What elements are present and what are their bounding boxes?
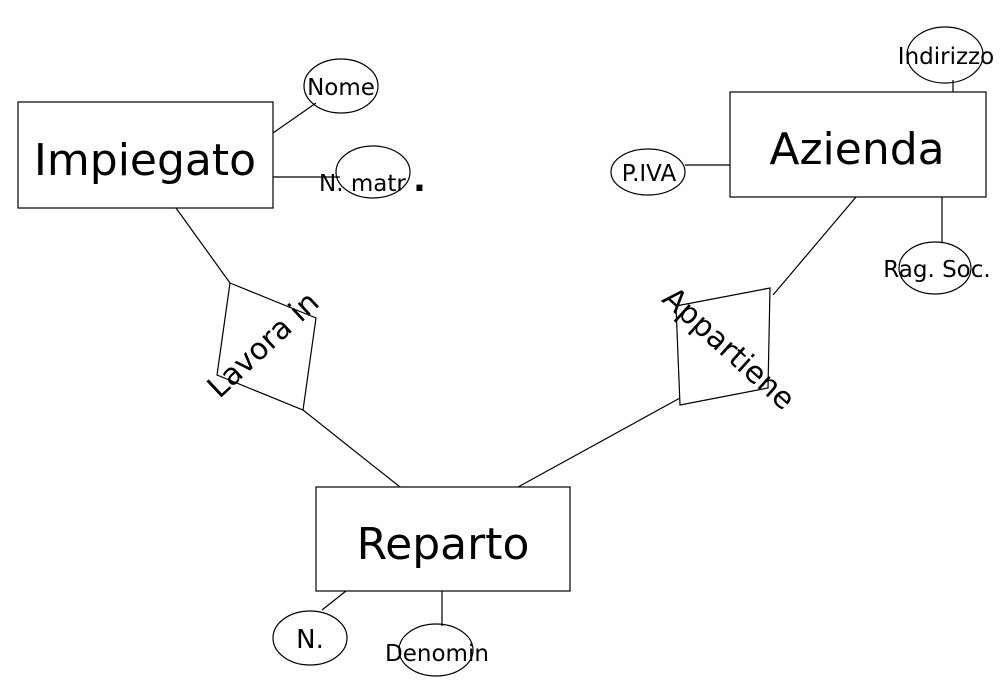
- entity-reparto[interactable]: Reparto: [315, 486, 571, 592]
- attribute-n-matr-dot: .: [413, 160, 426, 200]
- attribute-n-label: N.: [296, 625, 324, 655]
- line-appartiene-reparto: [517, 397, 681, 488]
- line-lavora-reparto: [302, 409, 401, 488]
- entity-impiegato[interactable]: Impiegato: [17, 101, 274, 209]
- attribute-indirizzo[interactable]: Indirizzo: [898, 26, 994, 84]
- attribute-denomin-label: Denomin: [385, 641, 489, 667]
- relationship-lavora-in[interactable]: Lavora in: [201, 282, 326, 411]
- relationship-lavora-in-diamond: [216, 282, 317, 411]
- attribute-indirizzo-oval: [906, 26, 984, 84]
- entity-azienda-label: Azienda: [769, 124, 944, 175]
- line-azienda-appartiene: [772, 196, 857, 296]
- line-reparto-n: [321, 590, 347, 611]
- entity-azienda[interactable]: Azienda: [729, 91, 987, 198]
- entity-impiegato-box: [17, 101, 274, 209]
- attribute-n-matr-oval: [335, 145, 411, 199]
- line-impiegato-lavora: [175, 207, 231, 284]
- attribute-p-iva-oval: [610, 148, 686, 196]
- attribute-n-matr[interactable]: N. matr .: [319, 145, 426, 200]
- line-impiegato-nome: [272, 102, 317, 134]
- entity-impiegato-label: Impiegato: [34, 135, 256, 186]
- attribute-n-matr-label: N. matr: [319, 171, 406, 197]
- attribute-rag-soc-label: Rag. Soc.: [883, 257, 990, 283]
- attribute-nome-oval: [303, 58, 379, 114]
- attribute-indirizzo-label: Indirizzo: [898, 44, 994, 70]
- attribute-n-oval: [272, 610, 348, 666]
- attribute-rag-soc-oval: [898, 241, 972, 295]
- attribute-p-iva-label: P.IVA: [622, 161, 677, 187]
- entity-reparto-box: [315, 486, 571, 592]
- relationship-appartiene-diamond: [675, 287, 771, 406]
- relationship-lavora-in-label: Lavora in: [201, 285, 326, 405]
- attribute-p-iva[interactable]: P.IVA: [610, 148, 686, 196]
- attribute-rag-soc[interactable]: Rag. Soc.: [883, 241, 991, 295]
- attribute-denomin[interactable]: Denomin: [385, 623, 489, 677]
- entity-azienda-box: [729, 91, 987, 198]
- attribute-denomin-oval: [398, 623, 474, 677]
- attribute-nome-label: Nome: [307, 75, 375, 101]
- attribute-nome[interactable]: Nome: [303, 58, 379, 114]
- attribute-n[interactable]: N.: [272, 610, 348, 666]
- entity-reparto-label: Reparto: [357, 519, 530, 570]
- relationship-appartiene[interactable]: Appartiene: [655, 281, 801, 418]
